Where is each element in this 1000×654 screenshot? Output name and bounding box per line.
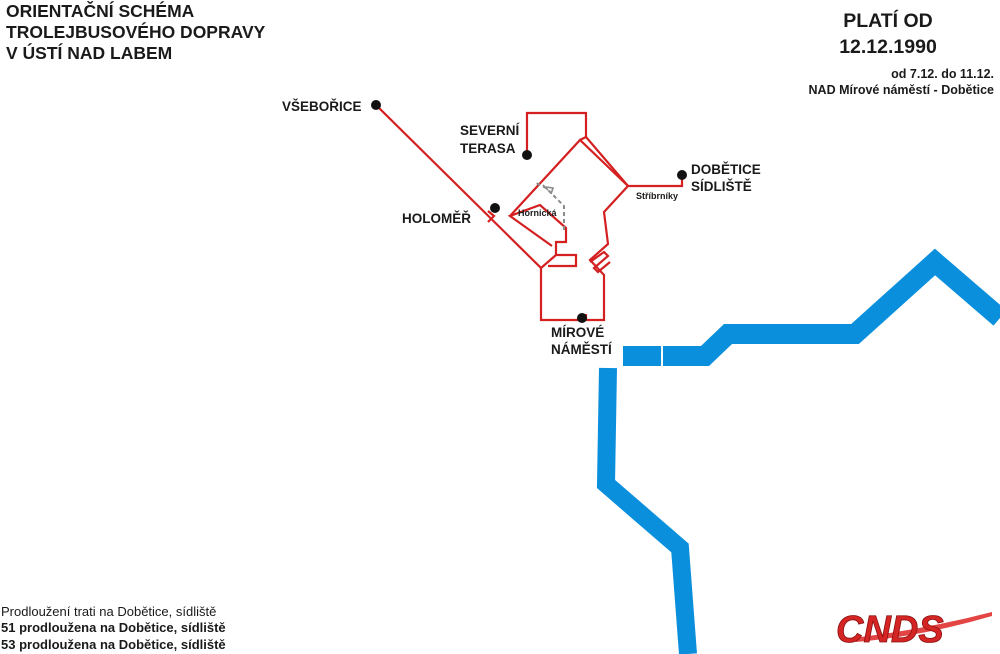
river-labe-east bbox=[663, 248, 1000, 366]
stop-label-mirove-1: MÍROVÉ bbox=[551, 325, 604, 340]
cnds-logo: CNDS bbox=[836, 609, 992, 648]
validity-heading: PLATÍ OD bbox=[843, 10, 933, 32]
validity-box: PLATÍ OD 12.12.1990 od 7.12. do 11.12. N… bbox=[794, 8, 994, 98]
stop-dot-severni-terasa bbox=[522, 150, 532, 160]
river-bilina bbox=[596, 367, 697, 654]
route-notes: Prodloužení trati na Dobětice, sídliště … bbox=[1, 604, 226, 654]
label-hornicka: Hornická bbox=[518, 208, 558, 218]
stop-label-dobetice-1: DOBĚTICE bbox=[691, 162, 761, 177]
stop-label-severni-terasa-2: TERASA bbox=[460, 141, 516, 156]
validity-note-line-2: NAD Mírové náměstí - Dobětice bbox=[808, 83, 994, 97]
route-lines bbox=[375, 104, 684, 322]
note-line-2: 51 prodloužena na Dobětice, sídliště bbox=[1, 620, 226, 635]
validity-note-line-1: od 7.12. do 11.12. bbox=[891, 67, 994, 81]
stop-label-dobetice-2: SÍDLIŠTĚ bbox=[691, 179, 752, 194]
stop-label-holomer: HOLOMĚŘ bbox=[402, 211, 471, 226]
direction-arrow-icon bbox=[542, 184, 555, 195]
stop-dot-dobetice bbox=[677, 170, 687, 180]
label-stribrniky: Stříbrníky bbox=[636, 191, 678, 201]
note-line-3: 53 prodloužena na Dobětice, sídliště bbox=[1, 636, 226, 652]
map-title: ORIENTAČNÍ SCHÉMA TROLEJBUSOVÉHO DOPRAVY… bbox=[6, 1, 265, 64]
title-line-2: TROLEJBUSOVÉHO DOPRAVY bbox=[6, 22, 266, 42]
title-line-3: V ÚSTÍ NAD LABEM bbox=[6, 43, 173, 63]
note-line-1: Prodloužení trati na Dobětice, sídliště bbox=[1, 603, 217, 619]
stop-label-vseborice: VŠEBOŘICE bbox=[282, 99, 362, 114]
title-line-1: ORIENTAČNÍ SCHÉMA bbox=[6, 1, 195, 21]
stop-label-severni-terasa-1: SEVERNÍ bbox=[460, 123, 521, 138]
logo-text: CNDS bbox=[836, 609, 944, 648]
stop-dot-mirove-namesti bbox=[577, 313, 587, 323]
stop-label-mirove-2: NÁMĚSTÍ bbox=[551, 342, 613, 357]
stop-dot-holomer bbox=[490, 203, 500, 213]
stop-dot-vseborice bbox=[371, 100, 381, 110]
hornicka-dashed-track bbox=[533, 181, 565, 230]
validity-date: 12.12.1990 bbox=[839, 36, 937, 58]
